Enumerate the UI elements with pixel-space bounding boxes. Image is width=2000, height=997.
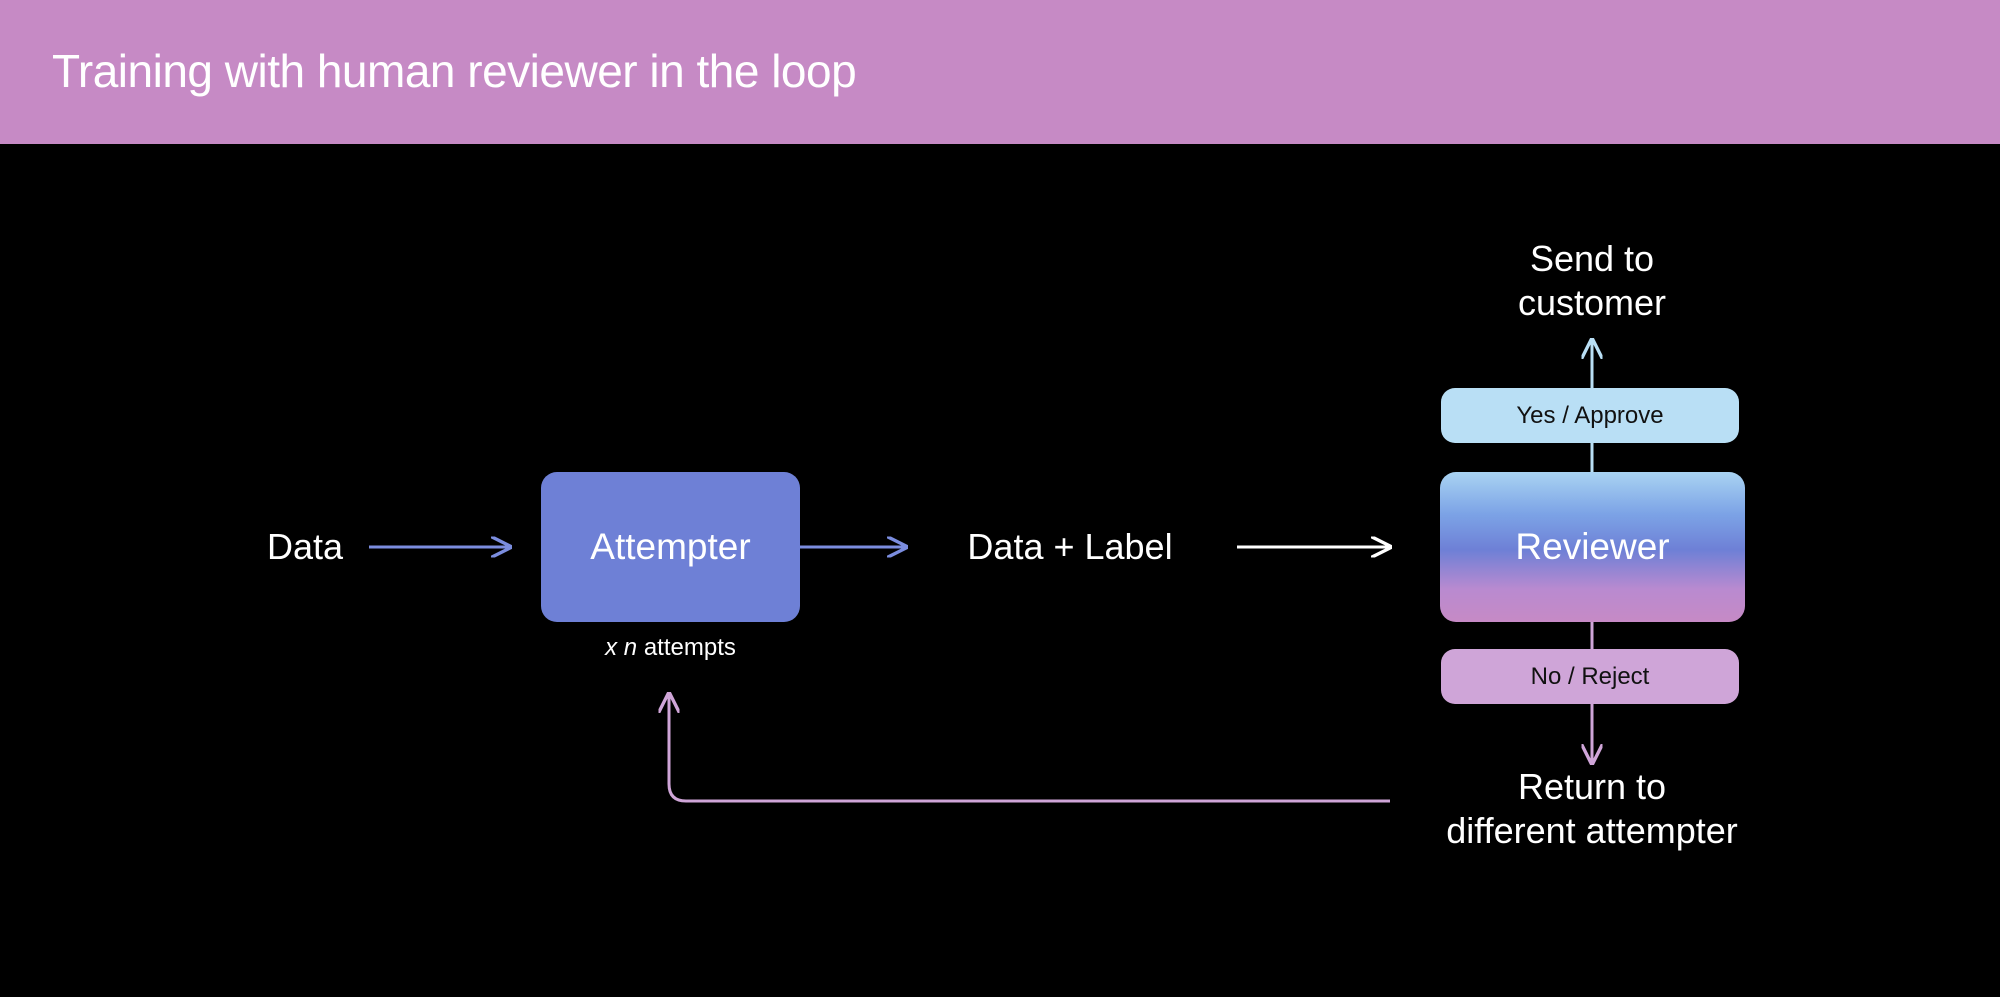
attempts-n: n [623, 634, 638, 661]
connector-lines [369, 144, 2000, 803]
attempter-box: Attempter [541, 472, 800, 622]
attempts-caption: x n attempts [541, 634, 800, 662]
reject-label: No / Reject [1530, 662, 1650, 690]
data-plus-label: Data + Label [967, 526, 1173, 567]
arrow-return-loop [669, 694, 1390, 803]
attempter-label: Attempter [590, 526, 751, 567]
reviewer-box: Reviewer [1440, 472, 1745, 622]
data-label: Data [266, 526, 344, 567]
attempts-x: x [605, 634, 618, 661]
reject-pill: No / Reject [1441, 649, 1739, 704]
approve-pill: Yes / Approve [1441, 388, 1739, 443]
diagram-canvas: Data Attempter x n attempts Data + Label… [0, 144, 2000, 997]
return-line-2: different attempter [1446, 810, 1738, 851]
return-label: Return to different attempter [1402, 765, 1782, 853]
attempts-word: attempts [643, 634, 736, 661]
header-bar: Training with human reviewer in the loop [0, 0, 2000, 144]
page-title: Training with human reviewer in the loop [52, 45, 857, 97]
send-to-customer-label: Send to customer [1442, 237, 1742, 325]
return-line-1: Return to [1517, 766, 1667, 807]
reviewer-label: Reviewer [1515, 526, 1670, 567]
send-line-1: Send to [1529, 238, 1655, 279]
approve-label: Yes / Approve [1516, 401, 1664, 429]
send-line-2: customer [1517, 282, 1667, 323]
